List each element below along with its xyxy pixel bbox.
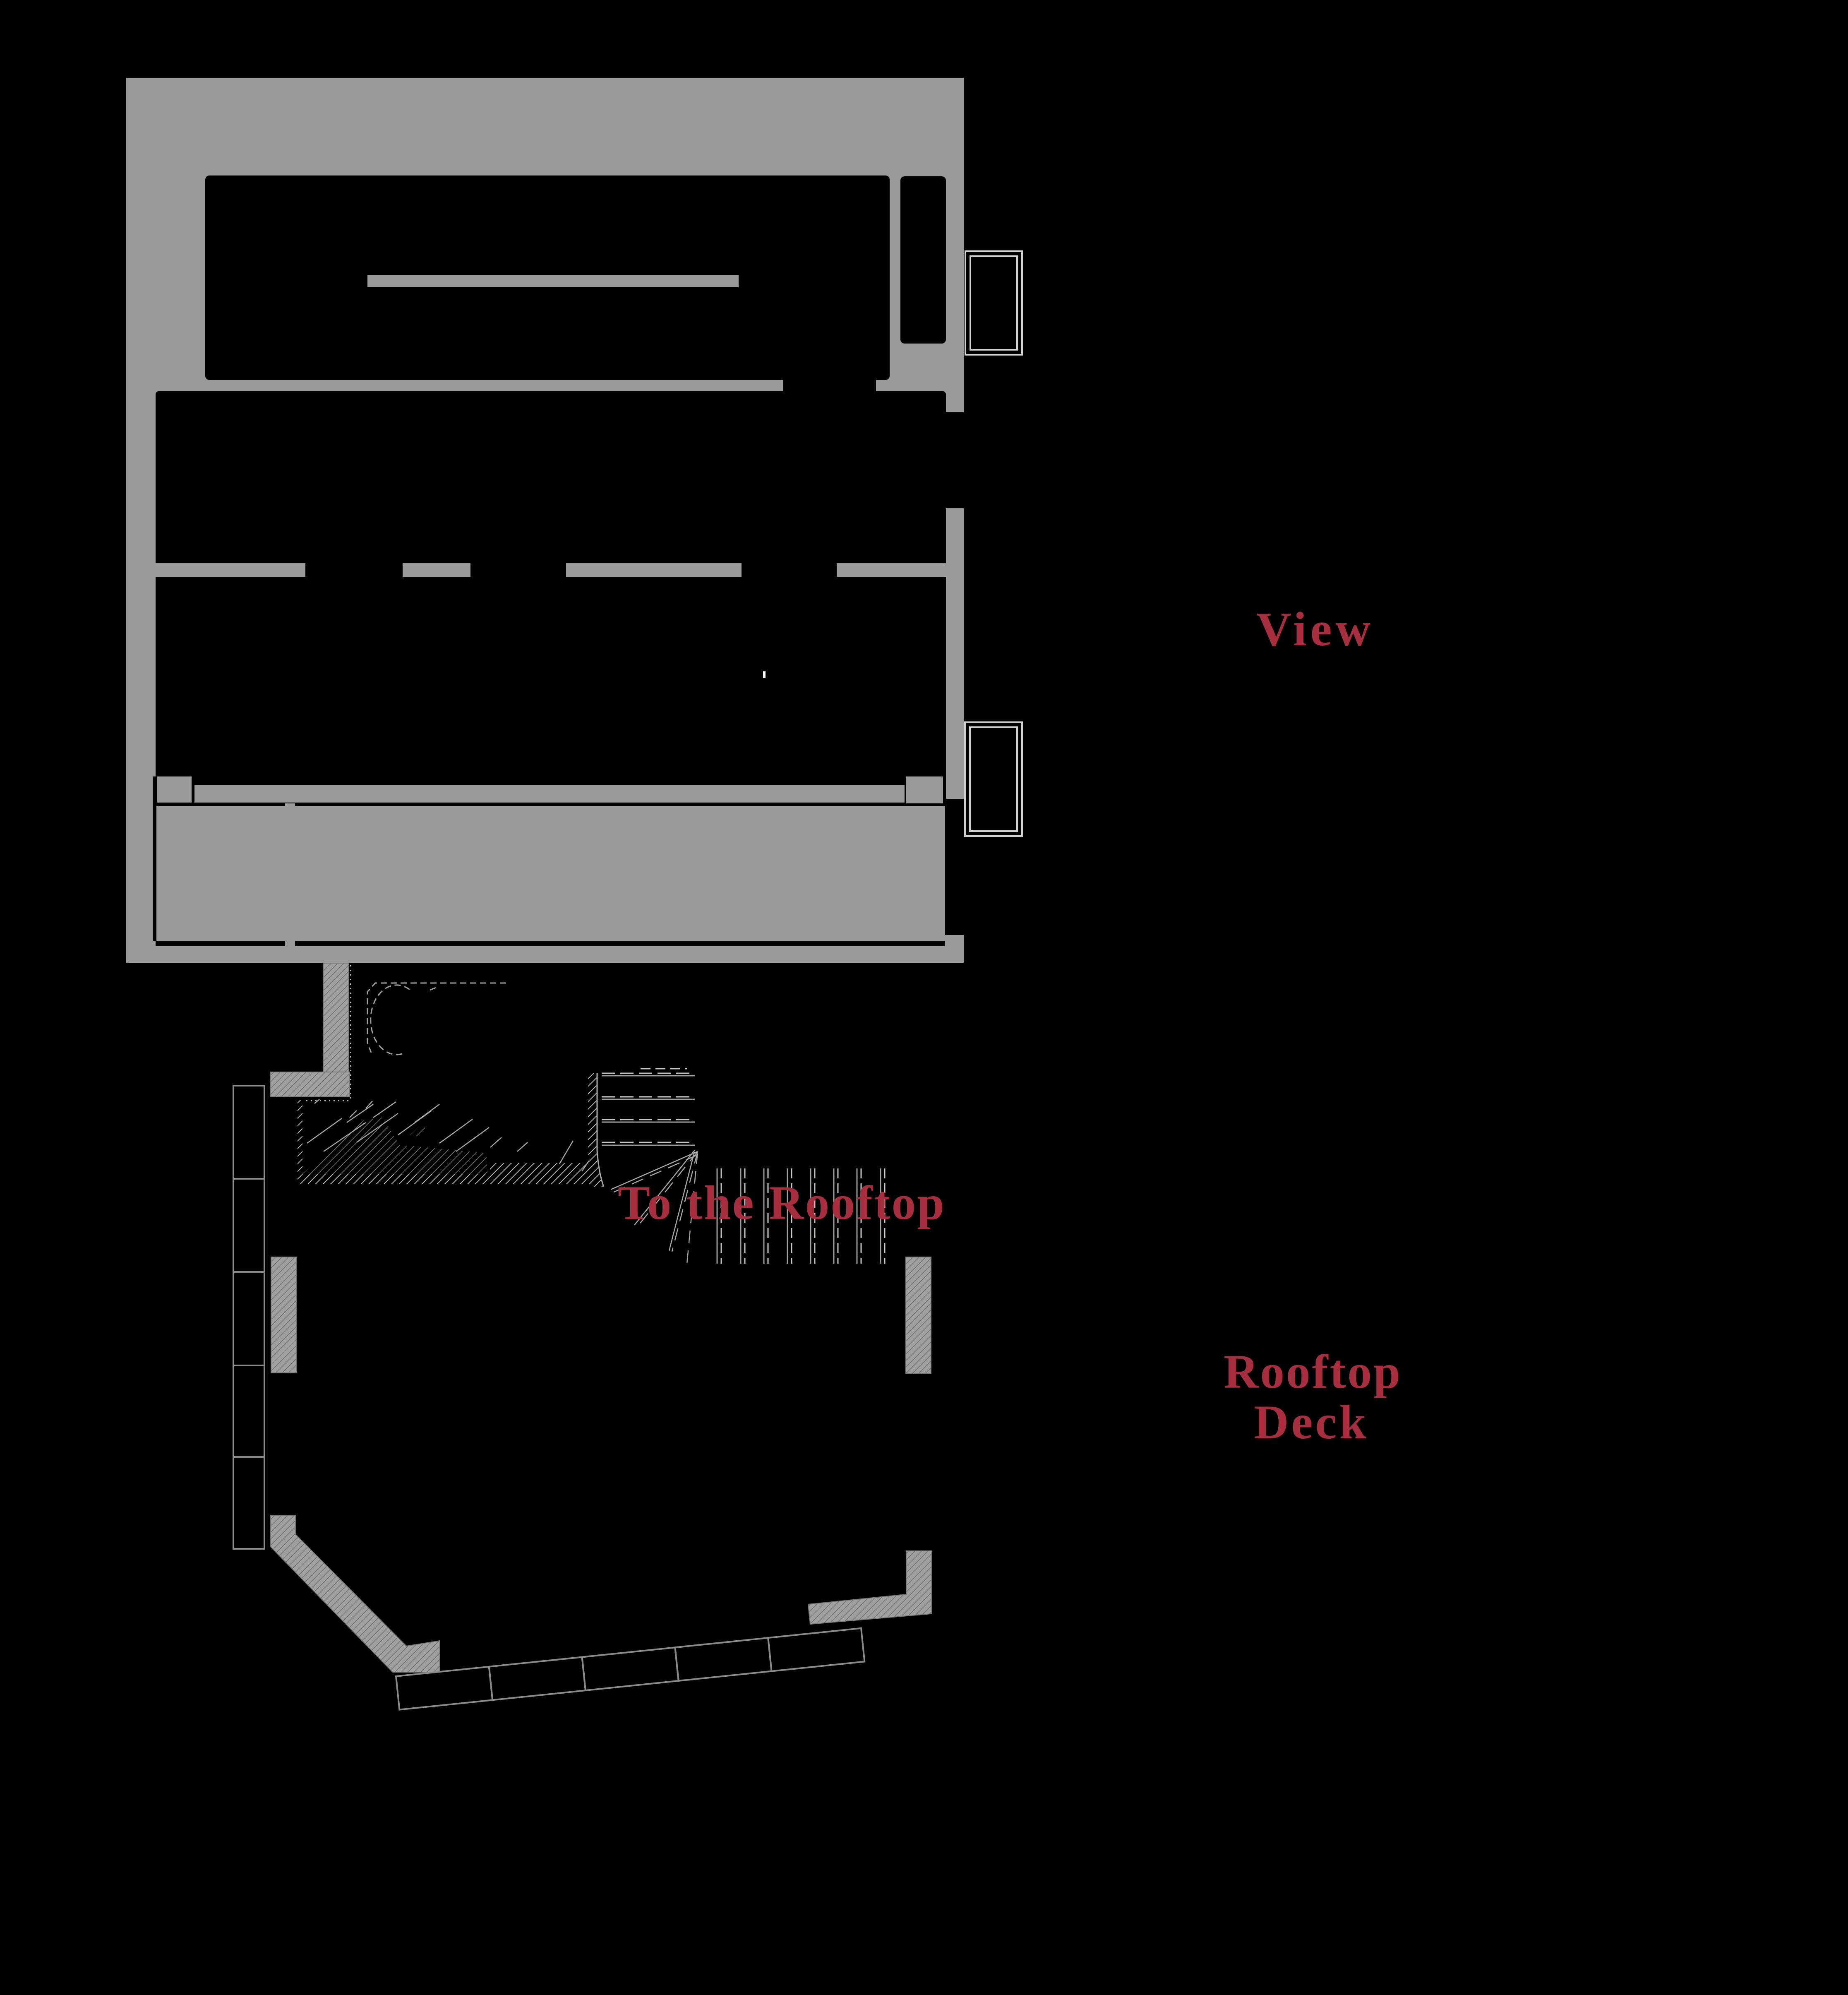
svg-text:Rooftop: Rooftop [1224,1345,1402,1399]
svg-text:To the Rooftop: To the Rooftop [618,1176,946,1230]
svg-text:View: View [1256,603,1374,656]
svg-text:Deck: Deck [1254,1396,1368,1449]
